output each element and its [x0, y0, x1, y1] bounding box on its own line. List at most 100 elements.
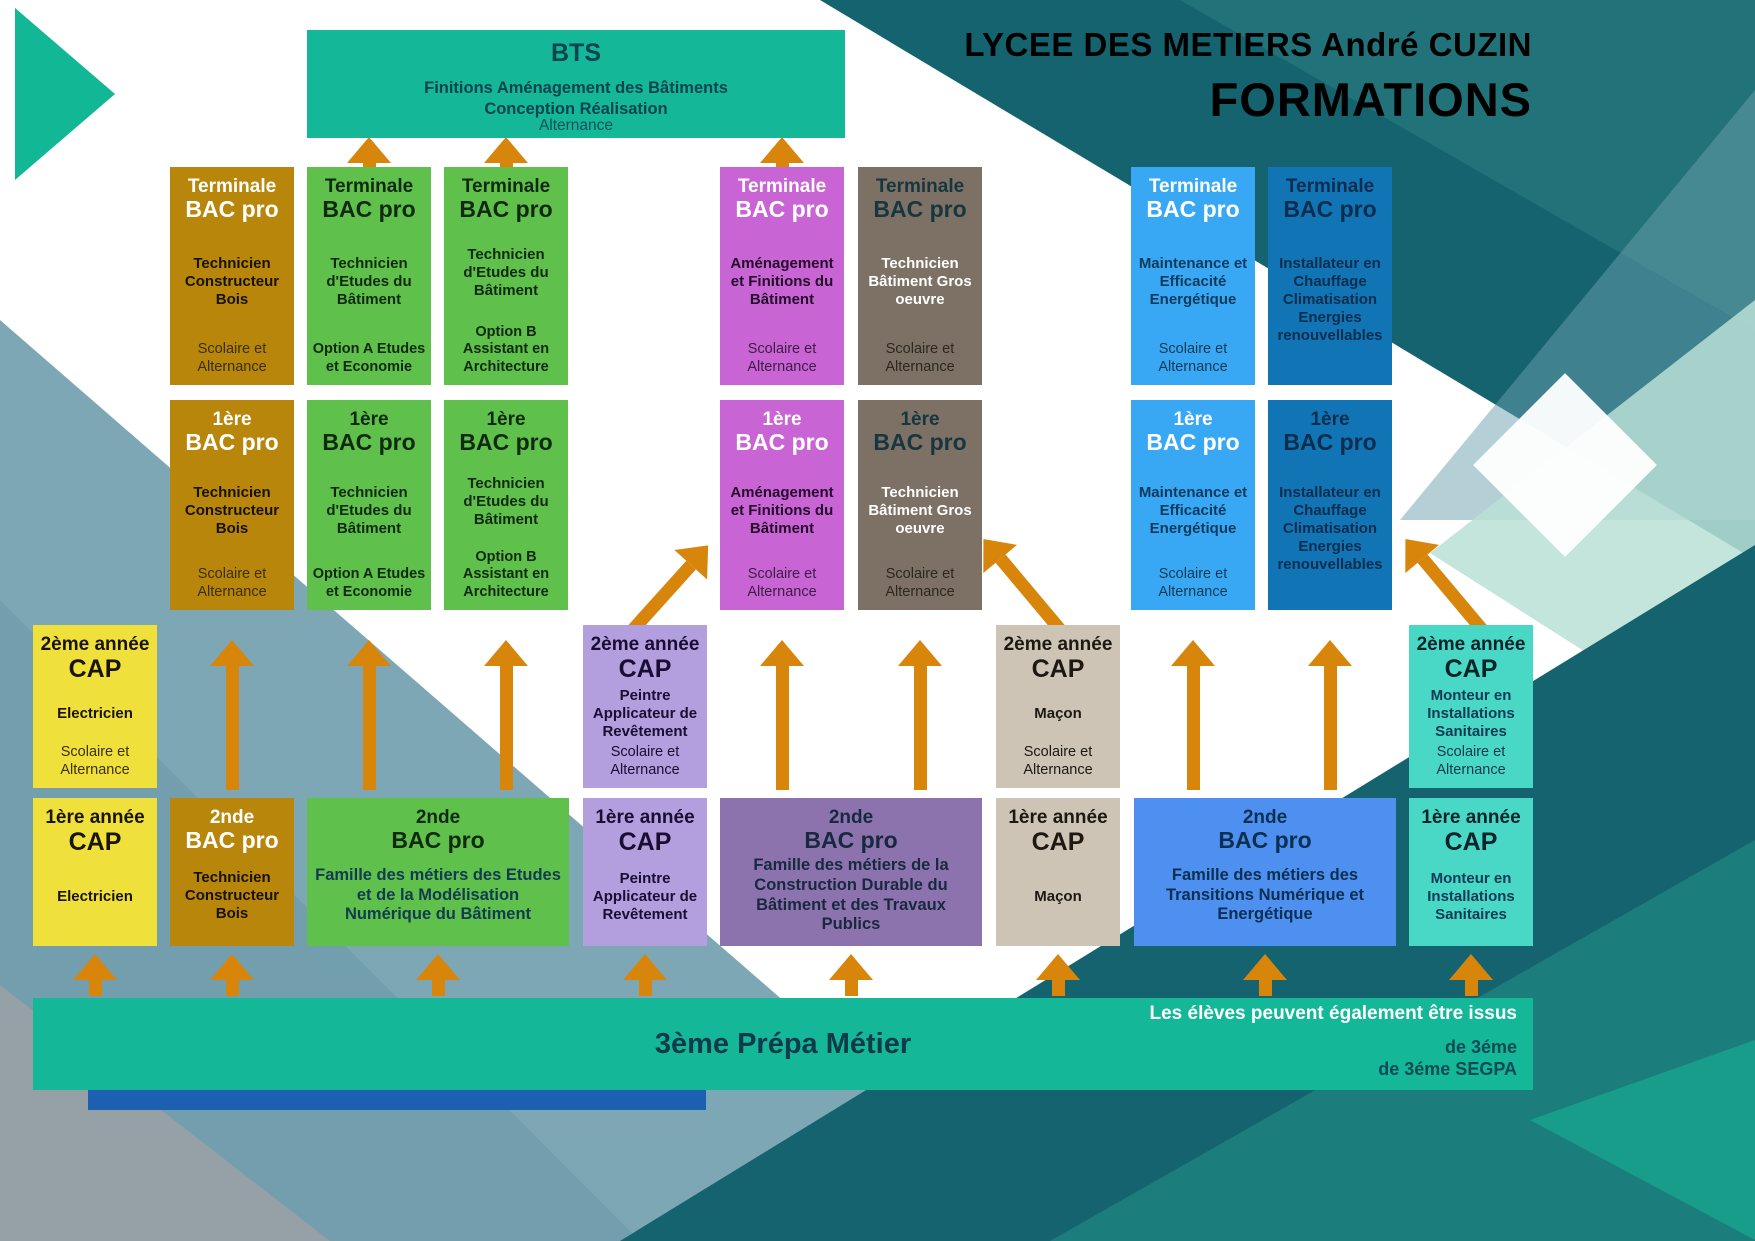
program-level: 2ème année CAP — [41, 634, 150, 683]
program-mode: Scolaire et Alternance — [197, 341, 267, 375]
flow-arrow-up — [416, 954, 460, 996]
program-box-seconde-etudes: 2nde BAC pro Famille des métiers des Etu… — [307, 798, 569, 946]
poster-title: FORMATIONS — [1209, 73, 1532, 126]
level-label: Terminale — [187, 176, 277, 197]
program-level: 1ère année CAP — [1008, 807, 1107, 856]
program-level: 2ème année CAP — [591, 634, 700, 683]
level-label: Terminale — [324, 176, 414, 197]
degree-label: BAC pro — [459, 429, 553, 456]
program-level: BTS — [551, 39, 601, 67]
program-title: Maintenance et Efficacité Energétique — [1138, 255, 1248, 309]
program-title: Technicien d'Etudes du Bâtiment — [326, 255, 412, 309]
program-box-terminale-bois: Terminale BAC pro Technicien Constructeu… — [170, 167, 294, 385]
program-mode: Scolaire et Alternance — [1023, 744, 1093, 778]
program-level: Terminale BAC pro — [459, 176, 552, 223]
flow-arrow-up — [898, 640, 942, 790]
program-box-premiere-chauffage: 1ère BAC pro Installateur en Chauffage C… — [1268, 400, 1392, 610]
program-box-cap1-electricien: 1ère année CAP Electricien — [33, 798, 157, 946]
program-title: Finitions Aménagement des Bâtiments Conc… — [424, 79, 728, 118]
program-title: Famille des métiers des Transitions Numé… — [1165, 865, 1365, 924]
program-box-cap2-macon: 2ème année CAP Maçon Scolaire et Alterna… — [996, 625, 1120, 788]
level-label: 1ère — [1173, 409, 1213, 430]
prepa-metier-bar: 3ème Prépa Métier Les élèves peuvent éga… — [33, 998, 1533, 1090]
level-label: 1ère — [762, 409, 802, 430]
degree-label: CAP — [68, 828, 122, 857]
program-title: Maçon — [1034, 887, 1082, 905]
prepa-metier-label: 3ème Prépa Métier — [654, 1027, 912, 1060]
program-level: 2nde BAC pro — [804, 807, 897, 854]
program-level: Terminale BAC pro — [322, 176, 415, 223]
level-label: 2nde — [415, 807, 461, 828]
flow-arrow-up — [210, 954, 254, 996]
program-title: Technicien d'Etudes du Bâtiment — [326, 484, 412, 538]
flow-arrow-up — [1036, 954, 1080, 996]
program-level: 1ère BAC pro — [322, 409, 415, 456]
flow-arrow-up — [347, 640, 391, 790]
program-level: 1ère BAC pro — [459, 409, 552, 456]
program-level: Terminale BAC pro — [1283, 176, 1376, 223]
program-title: Technicien Bâtiment Gros oeuvre — [868, 484, 972, 538]
program-box-seconde-construction: 2nde BAC pro Famille des métiers de la C… — [720, 798, 982, 946]
program-title: Technicien Constructeur Bois — [184, 255, 280, 309]
program-box-cap1-peintre: 1ère année CAP Peintre Applicateur de Re… — [583, 798, 707, 946]
program-box-cap2-peintre: 2ème année CAP Peintre Applicateur de Re… — [583, 625, 707, 788]
origin-note-line3: de 3éme SEGPA — [1378, 1058, 1517, 1079]
program-box-cap2-monteur: 2ème année CAP Monteur en Installations … — [1409, 625, 1533, 788]
flow-arrow-up — [210, 640, 254, 790]
level-label: Terminale — [875, 176, 965, 197]
program-mode: Scolaire et Alternance — [747, 341, 817, 375]
program-title: Technicien Constructeur Bois — [184, 484, 280, 538]
program-title: Technicien Constructeur Bois — [184, 868, 280, 922]
program-mode: Scolaire et Alternance — [1436, 744, 1506, 778]
flow-arrow-up — [623, 954, 667, 996]
degree-label: BAC pro — [391, 827, 485, 854]
program-mode: Scolaire et Alternance — [610, 744, 680, 778]
flow-arrow-up — [484, 640, 528, 790]
degree-label: CAP — [1031, 828, 1085, 857]
poster-header: LYCEE DES METIERS André CUZIN FORMATIONS — [964, 26, 1532, 127]
program-title: Peintre Applicateur de Revêtement — [592, 869, 698, 923]
program-mode: Alternance — [538, 117, 614, 135]
program-title: Technicien d'Etudes du Bâtiment — [463, 475, 549, 529]
program-box-premiere-maintenance: 1ère BAC pro Maintenance et Efficacité E… — [1131, 400, 1255, 610]
flow-arrow-up — [1308, 640, 1352, 790]
program-title: Maintenance et Efficacité Energétique — [1138, 484, 1248, 538]
program-level: 1ère BAC pro — [1146, 409, 1239, 456]
degree-label: CAP — [68, 655, 122, 684]
program-title: Technicien d'Etudes du Bâtiment — [463, 246, 549, 300]
program-level: 1ère année CAP — [1421, 807, 1520, 856]
program-level: 2ème année CAP — [1417, 634, 1526, 683]
program-level: 2nde BAC pro — [391, 807, 484, 854]
degree-label: CAP — [618, 655, 672, 684]
origin-note-line2: de 3éme — [1444, 1037, 1517, 1057]
program-level: 1ère année CAP — [595, 807, 694, 856]
program-box-premiere-etudes-a: 1ère BAC pro Technicien d'Etudes du Bâti… — [307, 400, 431, 610]
flow-arrow-up — [347, 137, 391, 167]
program-level: 1ère BAC pro — [873, 409, 966, 456]
degree-label: BAC pro — [1283, 429, 1377, 456]
program-option: Option A Etudes et Economie — [312, 341, 426, 375]
program-box-seconde-bois: 2nde BAC pro Technicien Constructeur Boi… — [170, 798, 294, 946]
program-box-terminale-etudes-a: Terminale BAC pro Technicien d'Etudes du… — [307, 167, 431, 385]
program-level: 1ère BAC pro — [185, 409, 278, 456]
degree-label: CAP — [1444, 655, 1498, 684]
level-label: 1ère année — [595, 807, 695, 828]
degree-label: BAC pro — [804, 827, 898, 854]
degree-label: CAP — [1444, 828, 1498, 857]
program-box-cap1-macon: 1ère année CAP Maçon — [996, 798, 1120, 946]
level-label: 2ème année — [590, 634, 700, 655]
origin-note: Les élèves peuvent également être issus … — [1149, 1003, 1517, 1080]
level-label: 2nde — [828, 807, 874, 828]
flow-arrow-up — [760, 137, 804, 167]
level-label: Terminale — [1148, 176, 1238, 197]
degree-label: BAC pro — [735, 429, 829, 456]
program-level: 1ère BAC pro — [1283, 409, 1376, 456]
origin-note-line1: Les élèves peuvent également être issus — [1149, 1003, 1517, 1024]
degree-label: BAC pro — [185, 827, 279, 854]
program-box-terminale-amenagement: Terminale BAC pro Aménagement et Finitio… — [720, 167, 844, 385]
program-box-terminale-etudes-b: Terminale BAC pro Technicien d'Etudes du… — [444, 167, 568, 385]
program-box-cap2-electricien: 2ème année CAP Electricien Scolaire et A… — [33, 625, 157, 788]
program-mode: Scolaire et Alternance — [197, 566, 267, 600]
program-box-premiere-bois: 1ère BAC pro Technicien Constructeur Boi… — [170, 400, 294, 610]
